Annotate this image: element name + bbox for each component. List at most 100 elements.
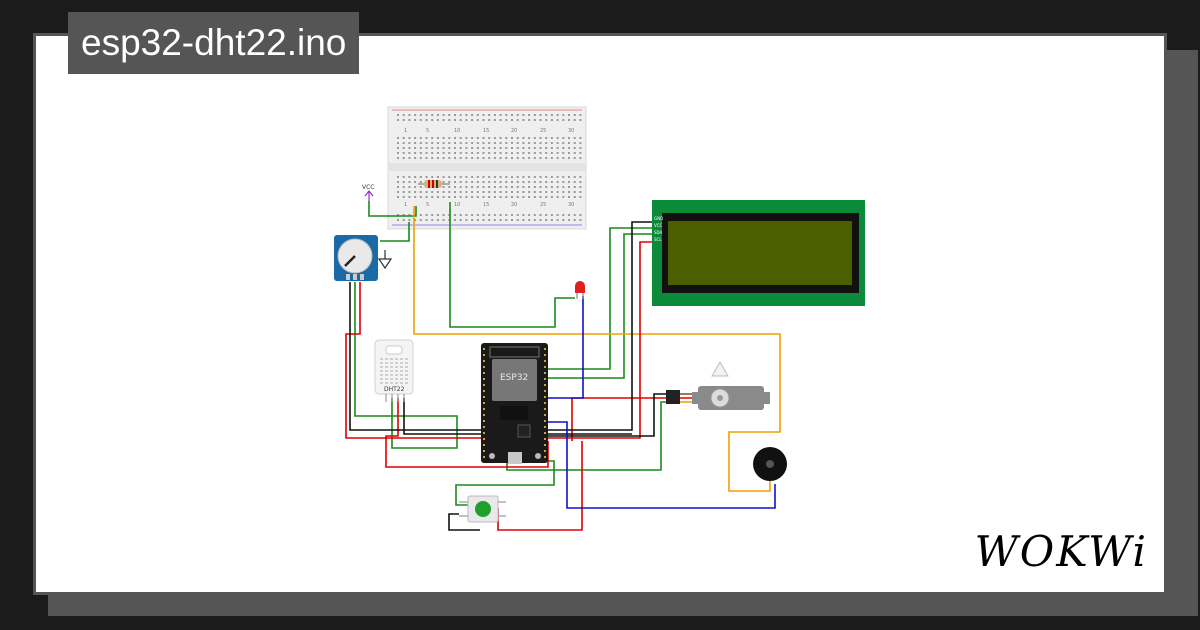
breadboard-hole — [482, 142, 485, 144]
breadboard-hole — [402, 181, 405, 183]
breadboard-hole — [511, 191, 513, 193]
esp32-pin — [483, 384, 485, 386]
wire-green[interactable] — [548, 227, 652, 370]
breadboard-hole — [414, 181, 417, 183]
breadboard-hole — [459, 181, 462, 183]
breadboard-hole — [516, 152, 519, 154]
esp32-reset-button[interactable] — [535, 453, 541, 459]
dht22-sensor[interactable]: DHT22 — [374, 339, 414, 402]
resistor[interactable] — [418, 180, 450, 188]
breadboard-hole — [556, 214, 559, 216]
breadboard-hole — [476, 186, 479, 188]
dht22-vent — [390, 362, 393, 364]
wire-black[interactable] — [403, 398, 632, 435]
breadboard-hole — [516, 114, 519, 116]
breadboard-hole — [465, 137, 468, 139]
dht22-vent — [400, 382, 403, 384]
wire-black[interactable] — [548, 393, 666, 437]
led-red[interactable] — [575, 281, 585, 299]
breadboard-hole — [511, 186, 513, 188]
breadboard-hole — [471, 186, 474, 188]
breadboard-hole — [397, 142, 399, 144]
breadboard-hole — [516, 191, 519, 193]
breadboard-hole — [528, 181, 531, 183]
buzzer-hole — [766, 460, 774, 468]
breadboard-hole — [505, 157, 508, 159]
buzzer[interactable] — [753, 447, 787, 481]
breadboard[interactable]: 1 5 10 15 20 25 30 1 5 10 15 20 25 30 — [387, 106, 587, 230]
breadboard-hole — [419, 219, 422, 221]
breadboard-hole — [402, 147, 405, 149]
breadboard-hole — [568, 137, 570, 139]
breadboard-hole — [471, 219, 474, 221]
esp32-pin — [483, 426, 485, 428]
breadboard-hole — [482, 196, 485, 198]
pushbutton-cap[interactable] — [475, 501, 491, 517]
breadboard-hole — [471, 176, 474, 178]
breadboard-hole — [562, 119, 565, 121]
breadboard-hole — [436, 196, 439, 198]
ground-symbol[interactable] — [377, 250, 393, 270]
wire-green[interactable] — [354, 282, 458, 449]
dht22-vent — [385, 366, 388, 368]
breadboard-hole — [579, 191, 582, 193]
breadboard-hole — [579, 114, 582, 116]
led-body — [575, 286, 585, 293]
esp32-board[interactable]: ESP32 — [481, 343, 548, 464]
breadboard-hole — [545, 147, 548, 149]
breadboard-hole — [528, 186, 531, 188]
wire-red[interactable] — [345, 241, 652, 439]
breadboard-hole — [459, 219, 462, 221]
breadboard-hole — [493, 157, 496, 159]
esp32-pin — [544, 450, 546, 452]
lcd-display[interactable]: GND VCC SDA SCL — [652, 200, 865, 306]
resistor-band — [428, 180, 430, 188]
breadboard-hole — [579, 186, 582, 188]
breadboard-hole — [539, 214, 542, 216]
breadboard-hole — [573, 219, 576, 221]
wire-green[interactable] — [380, 222, 410, 242]
servo-motor[interactable] — [666, 360, 770, 410]
breadboard-hole — [568, 152, 570, 154]
breadboard-hole — [539, 191, 542, 193]
breadboard-hole — [408, 214, 411, 216]
breadboard-hole — [550, 137, 553, 139]
pushbutton[interactable] — [459, 495, 506, 523]
vcc-symbol[interactable]: VCC — [362, 184, 374, 201]
breadboard-hole — [550, 196, 553, 198]
breadboard-hole — [533, 147, 536, 149]
breadboard-hole — [414, 191, 417, 193]
esp32-pin — [544, 390, 546, 392]
wire-blue[interactable] — [548, 421, 776, 509]
breadboard-hole — [442, 214, 445, 216]
wire-black[interactable] — [349, 221, 652, 431]
breadboard-hole — [562, 152, 565, 154]
wire-green[interactable] — [449, 202, 575, 328]
esp32-label: ESP32 — [500, 373, 528, 383]
breadboard-hole — [573, 214, 576, 216]
wire-orange[interactable] — [413, 206, 781, 492]
wire-green[interactable] — [548, 233, 652, 379]
wire-green[interactable] — [368, 201, 417, 217]
breadboard-hole — [476, 219, 479, 221]
breadboard-hole — [533, 219, 536, 221]
potentiometer[interactable] — [334, 235, 378, 281]
wire-black[interactable] — [448, 513, 480, 531]
dht22-vent — [390, 374, 393, 376]
breadboard-hole — [471, 181, 474, 183]
breadboard-hole — [448, 196, 451, 198]
dht22-vent — [390, 382, 393, 384]
esp32-boot-button[interactable] — [489, 453, 495, 459]
breadboard-hole — [511, 137, 513, 139]
breadboard-hole — [482, 219, 485, 221]
breadboard-hole — [579, 214, 582, 216]
breadboard-hole — [471, 142, 474, 144]
breadboard-hole — [476, 214, 479, 216]
breadboard-hole — [533, 157, 536, 159]
esp32-usb-port — [508, 452, 522, 464]
breadboard-hole — [454, 186, 456, 188]
wokwi-logo: WOKWi — [974, 527, 1148, 576]
wire-blue[interactable] — [548, 296, 584, 399]
servo-horn[interactable] — [711, 360, 729, 377]
bb-col-label: 30 — [568, 202, 574, 208]
